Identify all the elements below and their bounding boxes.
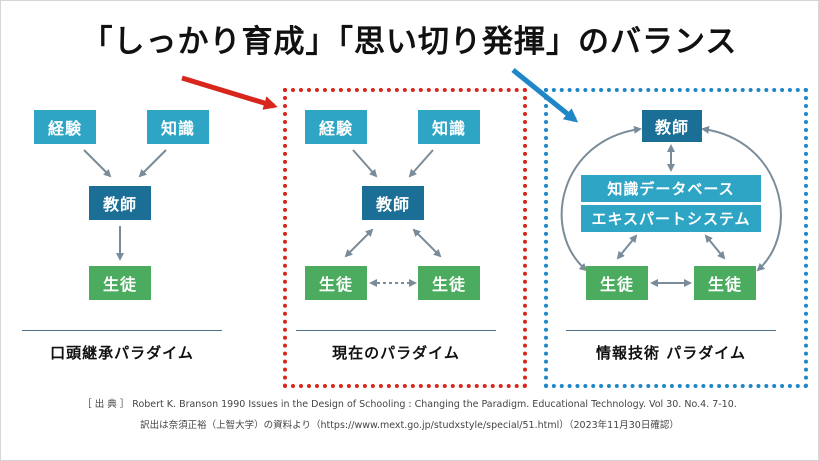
node-chishiki-1: 知識 [147,110,209,144]
red-pointer-arrow [181,75,278,110]
node-keiken-2: 経験 [305,110,367,144]
arc-kyoshi-seito-right-3 [701,125,782,272]
arrow-keiken-to-kyoshi-1 [83,149,112,178]
node-expert-system: エキスパートシステム [581,205,761,232]
node-knowledge-db: 知識データベース [581,175,761,202]
label-line-current [296,330,496,331]
arrow-keiken-to-kyoshi-2 [352,149,378,178]
page-title: 「しっかり育成」「思い切り発揮」のバランス [81,24,738,60]
paradigm-label-oral: 口頭継承パラダイム [50,344,194,362]
source-note: 訳出は奈須正裕（上智大学）の資料より（https://www.mext.go.j… [140,420,679,431]
node-keiken-1: 経験 [34,110,96,144]
node-seito-right-3: 生徒 [694,266,756,300]
arrow-kyoshi-seito-left-2 [344,228,374,258]
node-seito-1: 生徒 [89,266,151,300]
label-line-oral [22,330,222,331]
paradigm-label-current: 現在のパラダイム [332,344,460,362]
paradigm-label-it: 情報技術 パラダイム [596,344,746,362]
current-paradigm-frame [283,88,527,388]
source-citation: ［ 出 典 ］ Robert K. Branson 1990 Issues in… [82,399,737,410]
node-chishiki-2: 知識 [418,110,480,144]
node-seito-left-3: 生徒 [586,266,648,300]
arrow-chishiki-to-kyoshi-1 [138,149,167,178]
node-seito-right-2: 生徒 [418,266,480,300]
arrow-kyoshi-seito-right-2 [412,228,442,258]
node-kyoshi-3: 教師 [642,110,702,142]
label-line-it [566,330,776,331]
it-paradigm-frame [544,88,808,388]
node-kyoshi-1: 教師 [89,186,151,220]
node-kyoshi-2: 教師 [362,186,424,220]
arc-kyoshi-seito-left-3 [560,125,642,272]
node-seito-left-2: 生徒 [305,266,367,300]
arrow-chishiki-to-kyoshi-2 [408,149,434,178]
